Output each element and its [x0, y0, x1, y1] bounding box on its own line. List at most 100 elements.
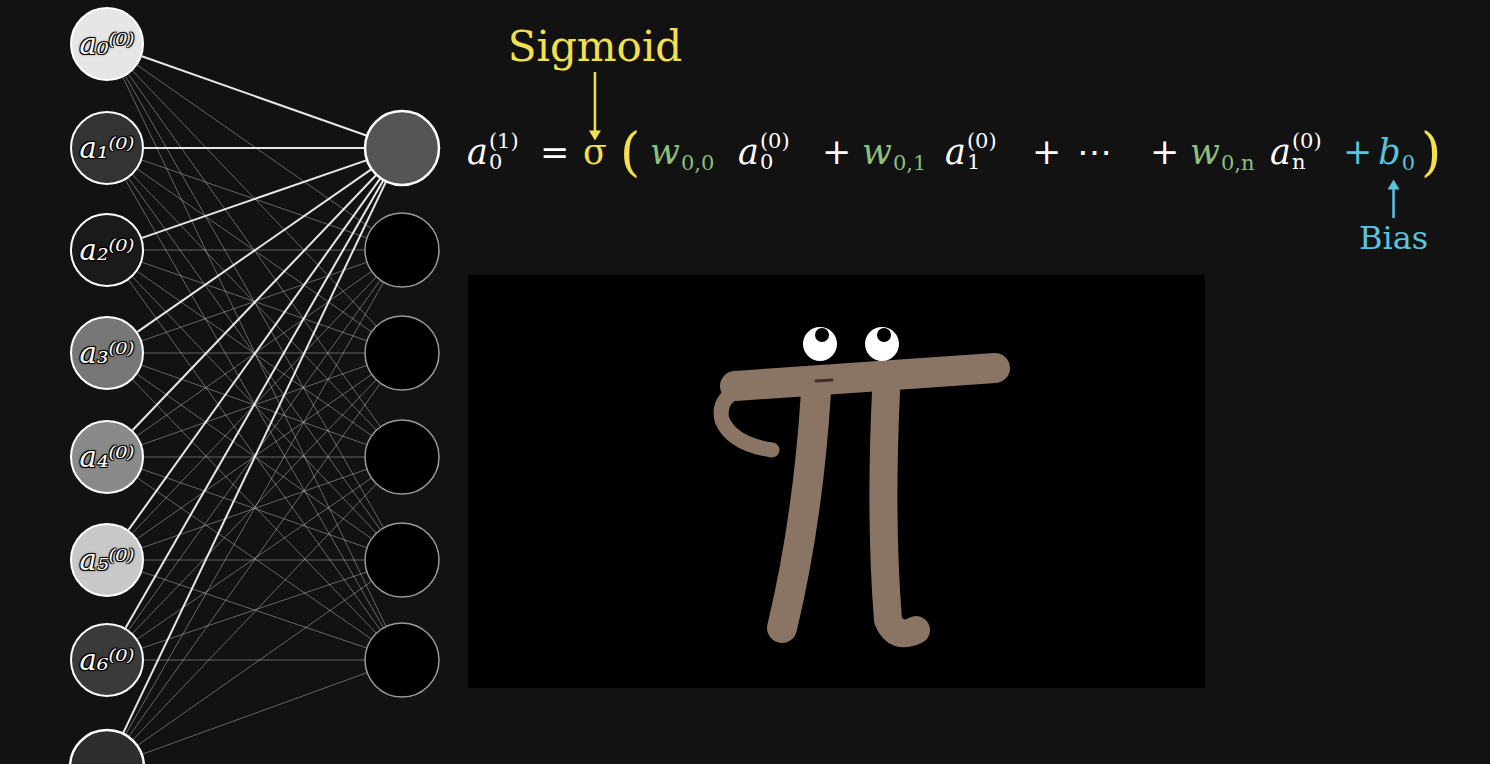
- formula-term: ): [1421, 117, 1441, 187]
- input-neuron-cut: [70, 730, 144, 764]
- active-weight-line: [144, 147, 365, 149]
- formula-term: +: [822, 117, 851, 187]
- weight-line: [144, 660, 365, 661]
- active-weight-line: [126, 180, 384, 628]
- activation-label: a₀⁽⁰⁾: [80, 30, 135, 59]
- operator: =: [540, 135, 569, 170]
- active-weight-line: [142, 56, 367, 135]
- hidden-neuron: [365, 523, 439, 597]
- weight-line: [123, 77, 386, 626]
- pi-pupil: [877, 328, 891, 342]
- operator: +: [822, 135, 851, 170]
- active-weight-line: [133, 175, 377, 430]
- activation-label: a₄⁽⁰⁾: [80, 443, 135, 472]
- formula-term: σ: [583, 117, 607, 187]
- formula-term: a(0)n: [1270, 117, 1322, 187]
- activation-label: a₂⁽⁰⁾: [80, 236, 135, 265]
- formula-term: a(0)0: [738, 117, 790, 187]
- formula-term: +: [1343, 117, 1372, 187]
- superscript: (0): [967, 131, 997, 152]
- math-symbol: a: [1270, 135, 1291, 170]
- weight-line: [142, 572, 367, 648]
- weight-line: [142, 572, 367, 648]
- math-symbol: b: [1378, 135, 1400, 170]
- weight-line: [138, 478, 372, 639]
- operator: +: [1150, 135, 1179, 170]
- input-neuron: a₁⁽⁰⁾: [70, 111, 144, 185]
- script-stack: (0)1: [967, 131, 997, 173]
- operator: ⋯: [1077, 135, 1112, 170]
- operator: σ: [583, 135, 607, 170]
- weight-line: [133, 71, 377, 326]
- weight-line: [129, 383, 381, 737]
- pi-left-leg: [782, 392, 816, 628]
- script-stack: 0,0: [681, 131, 714, 174]
- subscript: 0,1: [893, 153, 926, 174]
- weight-line: [137, 581, 371, 745]
- hidden-neuron: [365, 316, 439, 390]
- subscript: 0,n: [1221, 153, 1255, 174]
- formula-term: a(0)1: [945, 117, 997, 187]
- activation-label: a₁⁽⁰⁾: [80, 134, 135, 163]
- active-weight-line: [129, 178, 381, 530]
- weight-line: [133, 380, 377, 634]
- formula-term: b0: [1378, 117, 1415, 187]
- weight-line: [133, 380, 377, 634]
- subscript: 0: [1402, 153, 1415, 174]
- weight-line: [129, 280, 381, 630]
- superscript: (0): [760, 131, 790, 152]
- math-symbol: w: [862, 135, 892, 170]
- leader-arrows: [589, 72, 1400, 218]
- script-stack: 0,1: [893, 131, 926, 174]
- math-symbol: w: [1190, 135, 1220, 170]
- pi-right-leg: [883, 392, 916, 633]
- pi-eye: [865, 327, 899, 361]
- input-neuron: a₄⁽⁰⁾: [70, 420, 144, 494]
- input-neuron: a₀⁽⁰⁾: [70, 7, 144, 81]
- neuron-circles: [70, 111, 439, 764]
- parenthesis: ): [1421, 126, 1441, 178]
- hidden-neuron: [365, 420, 439, 494]
- active-weight-line: [123, 181, 386, 733]
- leader-arrow: [594, 72, 597, 133]
- formula-term: (: [620, 117, 640, 187]
- subscript: 1: [967, 152, 997, 173]
- subscript: n: [1292, 152, 1322, 173]
- math-symbol: a: [945, 135, 966, 170]
- subscript: 0: [760, 152, 790, 173]
- input-neuron: a₂⁽⁰⁾: [70, 213, 144, 287]
- callout-label: Bias: [1359, 222, 1428, 254]
- arrow-head: [1388, 180, 1400, 190]
- script-stack: (1)0: [489, 131, 519, 173]
- activation-label: a₅⁽⁰⁾: [80, 546, 135, 575]
- weight-line: [142, 673, 367, 755]
- formula-term: =: [540, 117, 569, 187]
- script-stack: (0)0: [760, 131, 790, 173]
- operator: +: [1343, 135, 1372, 170]
- pi-pupil: [815, 328, 829, 342]
- formula-term: ⋯: [1077, 117, 1112, 187]
- leader-arrow: [1392, 188, 1395, 219]
- formula-term: w0,1: [862, 117, 926, 187]
- connection-lines: [123, 56, 386, 754]
- math-symbol: w: [650, 135, 680, 170]
- formula-term: +: [1150, 117, 1179, 187]
- pi-creature: [721, 327, 995, 633]
- script-stack: 0,n: [1221, 131, 1255, 174]
- formula-term: a(1)0: [467, 117, 519, 187]
- superscript: (0): [1292, 131, 1322, 152]
- hidden-neuron: [365, 623, 439, 697]
- animation-panel: [468, 275, 1205, 688]
- operator: +: [1032, 135, 1061, 170]
- input-neuron: a₅⁽⁰⁾: [70, 523, 144, 597]
- active-weight-line: [142, 160, 367, 238]
- math-symbol: a: [738, 135, 759, 170]
- callout-label: Sigmoid: [508, 26, 683, 68]
- hidden-neuron: [365, 213, 439, 287]
- superscript: (1): [489, 131, 519, 152]
- activation-label: a₆⁽⁰⁾: [80, 646, 135, 675]
- math-symbol: a: [467, 135, 488, 170]
- weight-line: [137, 65, 371, 229]
